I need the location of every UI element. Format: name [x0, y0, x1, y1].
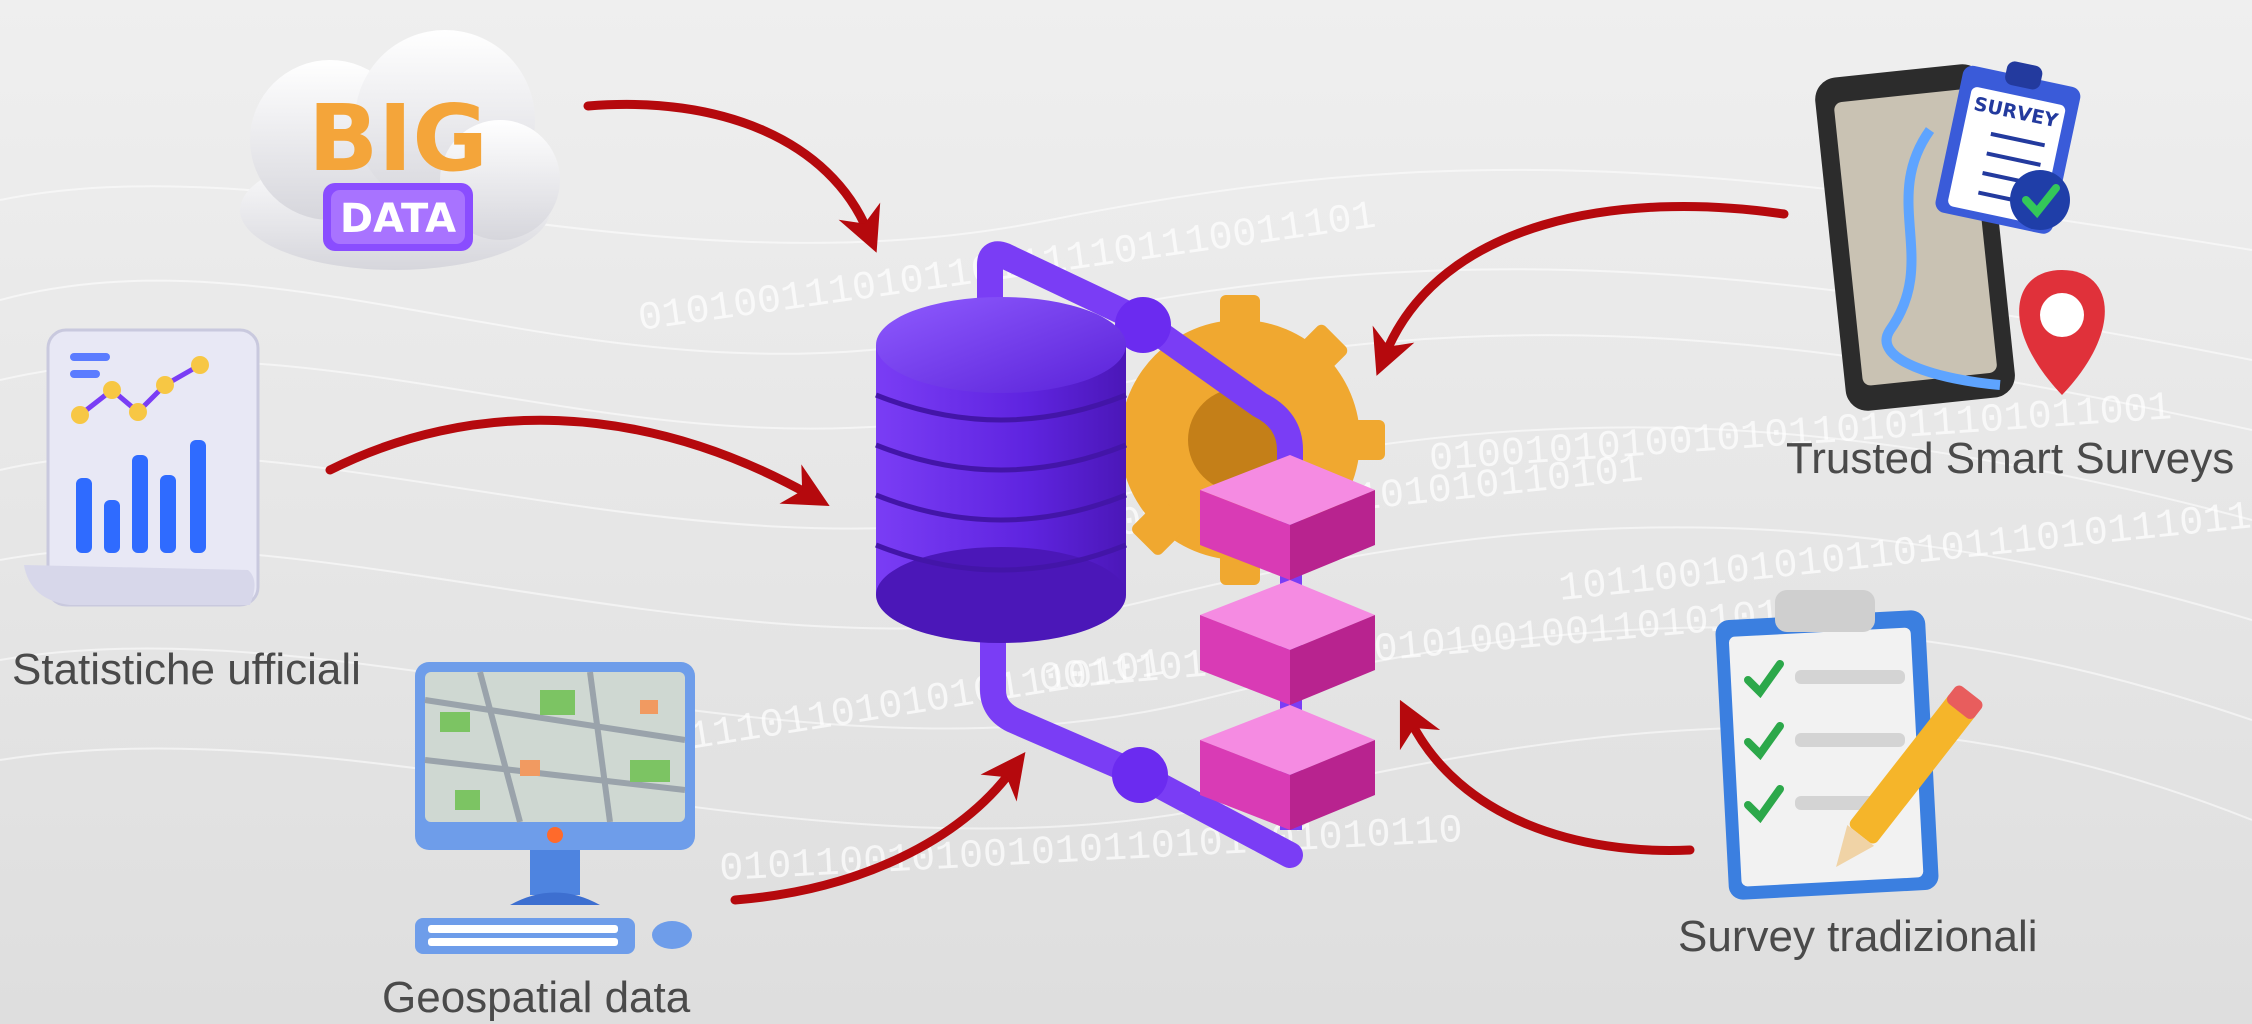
- big-data-subtext: DATA: [340, 196, 456, 242]
- label-statistiche-ufficiali: Statistiche ufficiali: [12, 645, 361, 694]
- statistics-chart-icon: [24, 328, 260, 607]
- arrow-big-data: [583, 99, 881, 253]
- database-pipeline-icon: [875, 241, 1385, 868]
- arrow-trusted: [1372, 202, 1789, 376]
- arrow-geospatial: [730, 751, 1026, 905]
- label-geospatial-data: Geospatial data: [382, 973, 691, 1022]
- label-trusted-smart-surveys: Trusted Smart Surveys: [1786, 434, 2235, 483]
- smart-survey-phone-icon: SURVEY: [1815, 61, 2105, 411]
- cube-middle: [1200, 580, 1375, 705]
- clipboard-checklist-icon: [1715, 590, 1983, 900]
- geospatial-computer-icon: [415, 662, 695, 954]
- arrow-tradizionali: [1399, 699, 1695, 855]
- arrows: [325, 99, 1789, 905]
- big-data-text: BIG: [308, 85, 488, 192]
- cube-stack: [1200, 455, 1375, 830]
- database-icon: [875, 297, 1127, 643]
- arrow-statistiche: [325, 415, 830, 506]
- label-survey-tradizionali: Survey tradizionali: [1678, 912, 2038, 961]
- cube-bottom: [1200, 705, 1375, 830]
- cube-top: [1200, 455, 1375, 580]
- big-data-cloud-icon: BIG DATA: [240, 30, 560, 270]
